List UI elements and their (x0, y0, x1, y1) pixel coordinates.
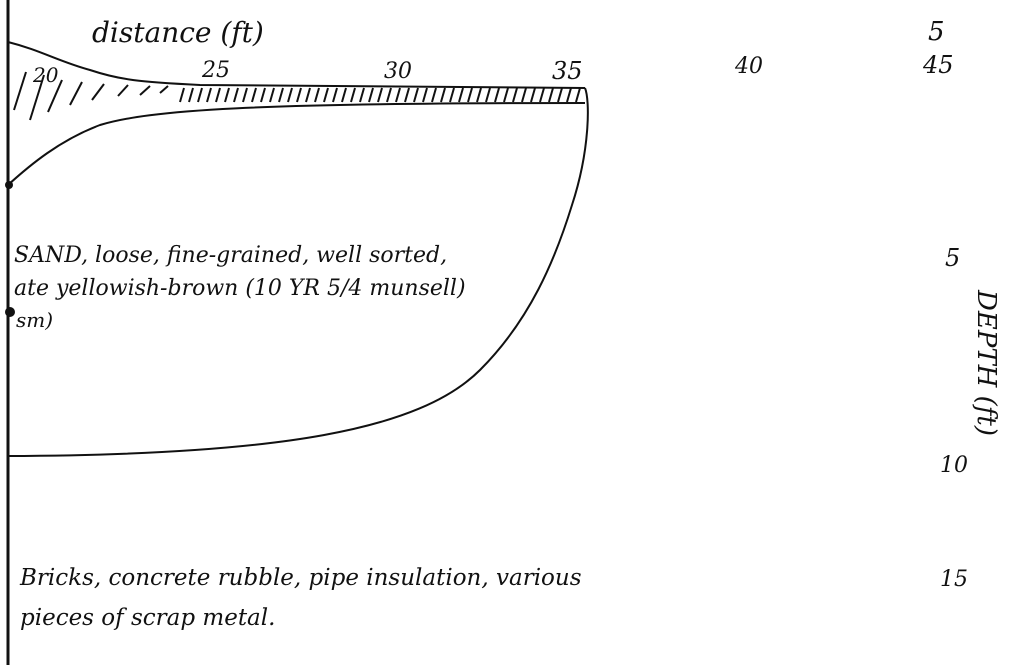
hatch-mark (468, 88, 472, 102)
hatch-mark (324, 88, 328, 102)
hatch-mark (378, 88, 382, 102)
hatch-mark (567, 88, 571, 102)
distance-axis-label: distance (ft) (92, 16, 264, 49)
hatch-mark (92, 84, 104, 100)
hatch-mark (288, 88, 292, 102)
sand-unit-outline (8, 88, 588, 456)
hatch-mark (315, 88, 319, 102)
distance-tick-25: 25 (201, 58, 230, 83)
corner-label: 5 (928, 17, 945, 47)
distance-tick-35: 35 (552, 57, 583, 85)
hatch-mark (549, 88, 553, 102)
fill-description-line2: pieces of scrap metal. (20, 605, 275, 631)
hatch-mark (261, 88, 265, 102)
hatch-mark (369, 88, 373, 102)
hatch-mark (531, 88, 535, 102)
hatch-mark (279, 88, 283, 102)
distance-tick-30: 30 (384, 59, 412, 84)
distance-tick-40: 40 (734, 54, 763, 79)
hatch-mark (522, 88, 526, 102)
hatch-mark (441, 88, 445, 102)
hatch-mark (576, 88, 580, 102)
hatch-mark (243, 88, 247, 102)
hatch-mark (70, 82, 82, 105)
sand-description-line1: SAND, loose, fine-grained, well sorted, (14, 243, 447, 268)
distance-tick-45: 45 (922, 51, 954, 79)
depth-tick-15: 15 (940, 567, 968, 592)
hatch-mark (351, 88, 355, 102)
hatch-mark (387, 88, 391, 102)
hatch-mark (513, 88, 517, 102)
hatch-mark (297, 88, 301, 102)
hatch-mark (423, 88, 427, 102)
hatch-mark (396, 88, 400, 102)
depth-tick-10: 10 (940, 453, 968, 478)
hatch-mark (486, 88, 490, 102)
hatch-mark (558, 88, 562, 102)
hatch-mark (252, 88, 256, 102)
hatch-mark (432, 88, 436, 102)
depth-axis-label: DEPTH (ft) (971, 289, 1001, 436)
sand-description-line3: sm) (16, 308, 53, 332)
hatch-mark (360, 88, 364, 102)
hatch-mark (198, 88, 202, 102)
hatch-mark (14, 72, 26, 110)
hatch-mark (333, 88, 337, 102)
hatch-mark (118, 85, 128, 96)
hatch-mark (180, 88, 184, 102)
hatch-mark (216, 88, 220, 102)
hatch-mark (306, 88, 310, 102)
hatch-mark (342, 88, 346, 102)
hatch-mark (414, 88, 418, 102)
hatch-mark (450, 88, 454, 102)
hatch-mark (477, 88, 481, 102)
depth-tick-5: 5 (945, 244, 960, 272)
topsoil-hatch-marks (14, 72, 580, 120)
hatch-mark (270, 88, 274, 102)
hatch-mark (234, 88, 238, 102)
hatch-mark (189, 88, 193, 102)
hatch-mark (540, 88, 544, 102)
hatch-mark (459, 88, 463, 102)
hatched-topsoil-unit (8, 42, 585, 185)
sand-description-line2: ate yellowish-brown (10 YR 5/4 munsell) (14, 276, 466, 301)
boring-marker-2 (5, 307, 15, 317)
hatch-mark (495, 88, 499, 102)
fill-description-line1: Bricks, concrete rubble, pipe insulation… (19, 565, 582, 591)
hatch-mark (405, 88, 409, 102)
hatch-mark (160, 86, 168, 93)
hatch-mark (207, 88, 211, 102)
hatch-mark (140, 86, 150, 95)
topsoil-lower-boundary (8, 103, 585, 185)
hatch-mark (504, 88, 508, 102)
distance-tick-20: 20 (32, 63, 59, 87)
hatch-mark (225, 88, 229, 102)
